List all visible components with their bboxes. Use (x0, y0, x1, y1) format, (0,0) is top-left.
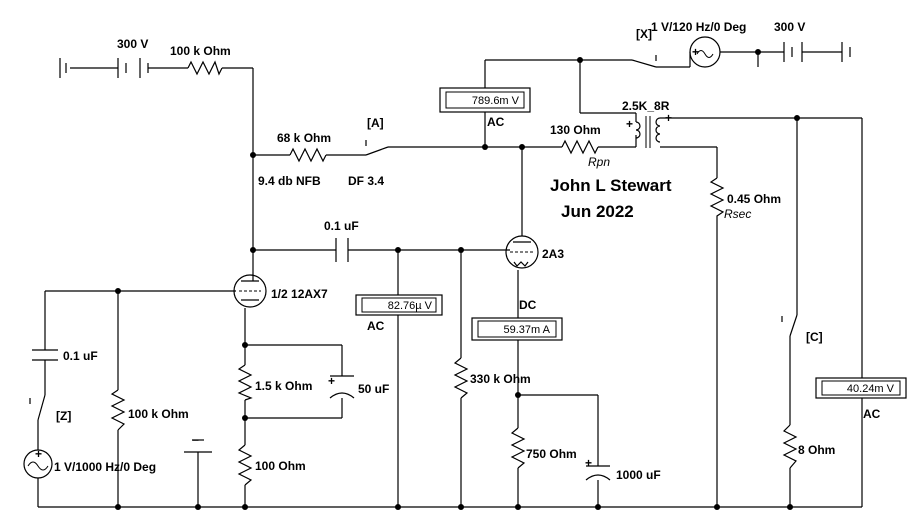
capacitor-input-label: 0.1 uF (63, 349, 98, 363)
meter-plate-ac-mode: AC (487, 115, 505, 129)
resistor-100k-top-label: 100 k Ohm (170, 44, 231, 58)
capacitor-1000u-label: 1000 uF (616, 468, 661, 482)
switch-a-label: [A] (367, 116, 384, 130)
svg-text:+: + (665, 111, 672, 125)
resistor-330k-label: 330 k Ohm (470, 372, 531, 386)
rsec-label: Rsec (724, 207, 751, 221)
resistor-15k-label: 1.5 k Ohm (255, 379, 312, 393)
resistor-68k (289, 147, 327, 163)
meter-output-ac: 40.24m V AC (815, 377, 907, 421)
component-labels: 300 V 100 k Ohm 68 k Ohm [A] 9.4 db NFB … (54, 20, 835, 482)
resistor-330k (453, 357, 469, 399)
resistor-100k-grid (110, 389, 126, 431)
meter-grid-ac-mode: AC (367, 319, 385, 333)
capacitor-50u-plus: + (328, 374, 335, 388)
resistor-750-label: 750 Ohm (526, 447, 577, 461)
meter-plate-dc-value: 59.37m A (504, 324, 551, 336)
nfb-label: 9.4 db NFB (258, 174, 321, 188)
resistor-100k-top (187, 60, 223, 76)
junction-nodes (115, 49, 800, 510)
ac-source-1000hz: + (23, 447, 53, 479)
ac-source-120hz: + (689, 36, 721, 68)
meter-plate-ac-value: 789.6m V (472, 95, 520, 107)
rpn-label: Rpn (588, 155, 610, 169)
resistor-100 (237, 444, 253, 486)
tube-12ax7 (233, 250, 267, 308)
resistor-8-label: 8 Ohm (798, 443, 835, 457)
switch-c-label: [C] (806, 330, 823, 344)
svg-text:+: + (626, 117, 633, 131)
ground-symbol (184, 439, 212, 453)
ac-source-1000hz-label: 1 V/1000 Hz/0 Deg (54, 460, 156, 474)
capacitor-50u (329, 375, 355, 399)
svg-text:+: + (35, 447, 42, 461)
meter-grid-ac-value: 82.76µ V (388, 300, 433, 312)
resistor-100-label: 100 Ohm (255, 459, 306, 473)
capacitor-coupling-label: 0.1 uF (324, 219, 359, 233)
svg-text:+: + (692, 45, 699, 59)
battery-right (783, 42, 851, 62)
switch-a (365, 140, 389, 156)
switch-x (631, 55, 657, 68)
switch-c (781, 314, 798, 337)
resistor-68k-label: 68 k Ohm (277, 131, 331, 145)
capacitor-coupling (335, 238, 349, 262)
resistor-045-label: 0.45 Ohm (727, 192, 781, 206)
battery-left-voltage: 300 V (117, 37, 148, 51)
author-name: John L Stewart (550, 176, 672, 195)
resistor-045 (709, 177, 725, 222)
title-block: John L Stewart Jun 2022 (550, 176, 672, 221)
meter-output-ac-value: 40.24m V (847, 383, 895, 395)
meter-plate-ac: 789.6m V AC (439, 87, 531, 129)
ground-minus: − (192, 433, 199, 447)
output-transformer: + + (626, 111, 672, 148)
switch-x-label: [X] (636, 27, 652, 41)
tube-2a3 (505, 235, 539, 269)
tube-12ax7-label: 1/2 12AX7 (271, 287, 328, 301)
battery-left (59, 58, 149, 78)
transformer-label: 2.5K_8R (622, 99, 670, 113)
meter-output-ac-mode: AC (863, 407, 881, 421)
ac-source-120hz-label: 1 V/120 Hz/0 Deg (651, 20, 746, 34)
tube-2a3-label: 2A3 (542, 247, 564, 261)
meter-plate-dc-mode: DC (519, 298, 537, 312)
resistor-130 (561, 139, 599, 155)
resistor-100k-grid-label: 100 k Ohm (128, 407, 189, 421)
df-label: DF 3.4 (348, 174, 384, 188)
meter-plate-dc: 59.37m A DC (471, 298, 563, 341)
switch-z-label: [Z] (56, 409, 71, 423)
wires (37, 51, 863, 508)
battery-right-voltage: 300 V (774, 20, 805, 34)
resistor-15k (237, 364, 253, 401)
resistor-750 (510, 427, 526, 469)
capacitor-1000u (585, 465, 611, 481)
capacitor-input (32, 349, 58, 361)
meter-grid-ac: 82.76µ V AC (355, 294, 443, 333)
drawing-date: Jun 2022 (561, 202, 634, 221)
capacitor-50u-label: 50 uF (358, 382, 389, 396)
switch-z (29, 394, 46, 421)
resistor-130-label: 130 Ohm (550, 123, 601, 137)
capacitor-1000u-plus: + (585, 456, 592, 470)
resistor-8 (782, 424, 798, 469)
